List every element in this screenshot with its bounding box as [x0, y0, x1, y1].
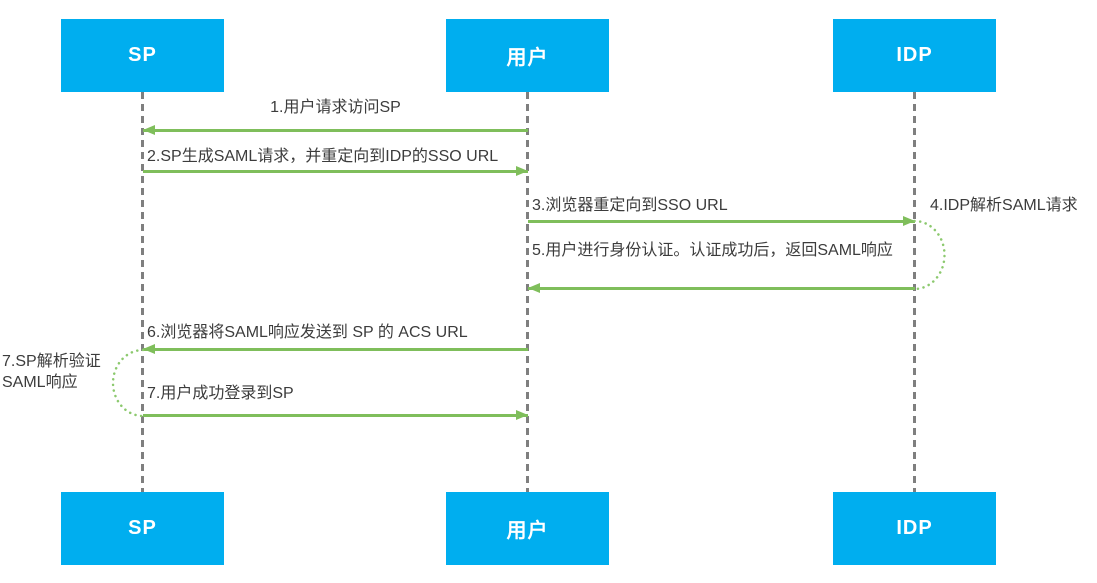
message-7-self-label: 7.SP解析验证SAML响应 [2, 353, 101, 391]
self-loop-arc-sp [111, 348, 145, 418]
actor-box-idp-top: IDP [833, 19, 996, 92]
self-loop-arc-idp [913, 219, 946, 291]
arrowhead-right-icon [516, 166, 528, 176]
message-7-line [143, 414, 528, 417]
lifeline-user [526, 92, 529, 492]
actor-box-user-top: 用户 [446, 19, 609, 92]
arrowhead-left-icon [143, 125, 155, 135]
actor-box-sp-bottom: SP [61, 492, 224, 565]
message-6-line [143, 348, 528, 351]
lifeline-sp [141, 92, 144, 492]
self-loop-arc-path [111, 348, 145, 418]
message-7-label: 7.用户成功登录到SP [147, 385, 294, 402]
arrowhead-right-icon [516, 410, 528, 420]
message-1-label: 1.用户请求访问SP [270, 99, 401, 116]
message-2-line [143, 170, 528, 173]
actor-box-idp-bottom: IDP [833, 492, 996, 565]
message-3-label: 3.浏览器重定向到SSO URL [532, 197, 728, 214]
arrowhead-right-icon [903, 216, 915, 226]
message-1-line [143, 129, 528, 132]
message-5-label: 5.用户进行身份认证。认证成功后，返回SAML响应 [532, 242, 893, 259]
message-2-label: 2.SP生成SAML请求，并重定向到IDP的SSO URL [147, 148, 499, 165]
actor-box-user-bottom: 用户 [446, 492, 609, 565]
arrowhead-left-icon [143, 344, 155, 354]
lifeline-idp [913, 92, 916, 492]
self-loop-arc-path [913, 219, 946, 291]
message-6-label: 6.浏览器将SAML响应发送到 SP 的 ACS URL [147, 324, 468, 341]
arrowhead-left-icon [528, 283, 540, 293]
message-4-label: 4.IDP解析SAML请求 [930, 197, 1078, 214]
message-5-line [528, 287, 915, 290]
actor-box-sp-top: SP [61, 19, 224, 92]
message-3-line [528, 220, 915, 223]
